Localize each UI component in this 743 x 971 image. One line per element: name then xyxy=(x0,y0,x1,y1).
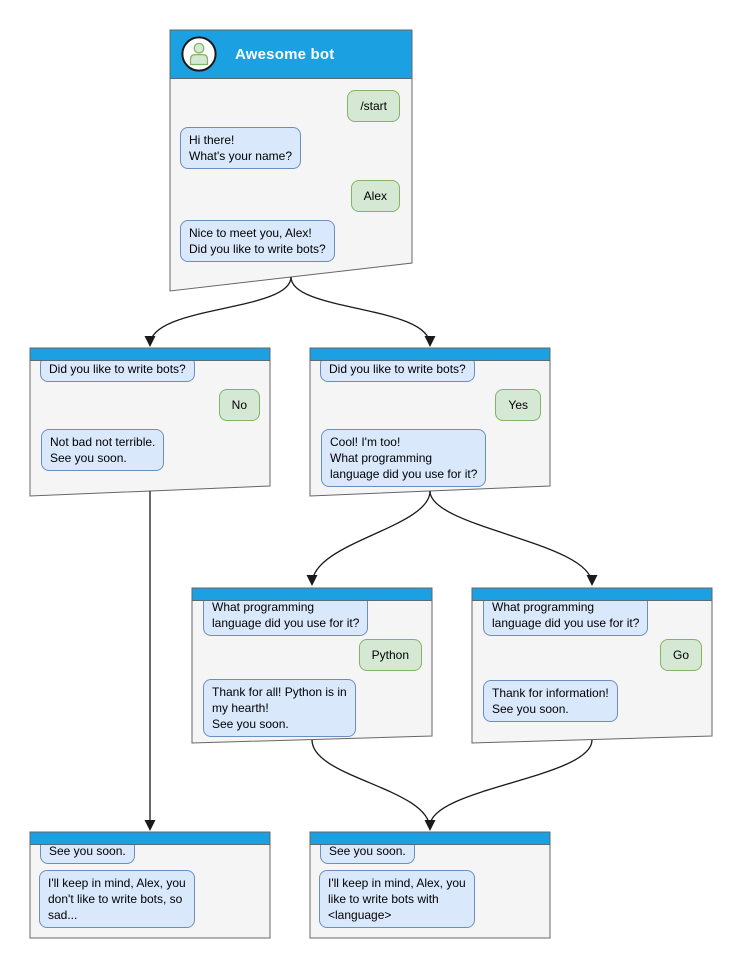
user-bubble-name: Alex xyxy=(350,180,400,212)
chat-window-root: Awesome bot /start Hi there! What's your… xyxy=(170,30,412,291)
window-header-root: Awesome bot xyxy=(170,30,412,79)
bot-bubble-reply: Thank for information! See you soon. xyxy=(483,680,618,722)
bot-bubble-reply: Cool! I'm too! What programming language… xyxy=(321,429,487,487)
chat-window-branch-go: What programming language did you use fo… xyxy=(472,588,712,743)
user-bubble-answer-go: Go xyxy=(659,639,702,671)
chat-window-branch-no: Did you like to write bots? No Not bad n… xyxy=(30,348,270,496)
connector-python-to-end xyxy=(311,739,436,831)
bot-bubble-reply: I'll keep in mind, Alex, you don't like … xyxy=(39,870,195,928)
bot-avatar-icon xyxy=(181,36,217,72)
chat-window-end-no: See you soon. I'll keep in mind, Alex, y… xyxy=(30,832,270,938)
chat-window-branch-yes: Did you like to write bots? Yes Cool! I'… xyxy=(310,348,550,496)
connector-go-to-end xyxy=(429,739,593,827)
bot-bubble-greeting: Hi there! What's your name? xyxy=(180,127,302,169)
user-bubble-answer-python: Python xyxy=(358,639,422,671)
bot-bubble-reply: I'll keep in mind, Alex, you like to wri… xyxy=(319,870,475,928)
chat-window-end-language: See you soon. I'll keep in mind, Alex, y… xyxy=(310,832,550,938)
bot-bubble-reply: Not bad not terrible. See you soon. xyxy=(41,429,165,471)
user-bubble-answer-yes: Yes xyxy=(495,389,541,421)
window-title: Awesome bot xyxy=(235,45,335,63)
bot-bubble-question: Nice to meet you, Alex! Did you like to … xyxy=(180,220,335,262)
connector-yes-to-go xyxy=(429,490,598,586)
window-header-branch-go xyxy=(472,588,712,601)
user-bubble-start-command: /start xyxy=(347,90,400,122)
window-header-end-no xyxy=(30,832,270,845)
window-header-branch-no xyxy=(30,348,270,361)
chat-window-branch-python: What programming language did you use fo… xyxy=(192,588,432,743)
user-bubble-answer-no: No xyxy=(218,389,260,421)
window-header-branch-python xyxy=(192,588,432,601)
window-header-branch-yes xyxy=(310,348,550,361)
window-header-end-language xyxy=(310,832,550,845)
connector-yes-to-python xyxy=(306,490,431,586)
bot-bubble-reply: Thank for all! Python is in my hearth! S… xyxy=(203,679,356,737)
connector-root-to-yes xyxy=(290,276,436,347)
